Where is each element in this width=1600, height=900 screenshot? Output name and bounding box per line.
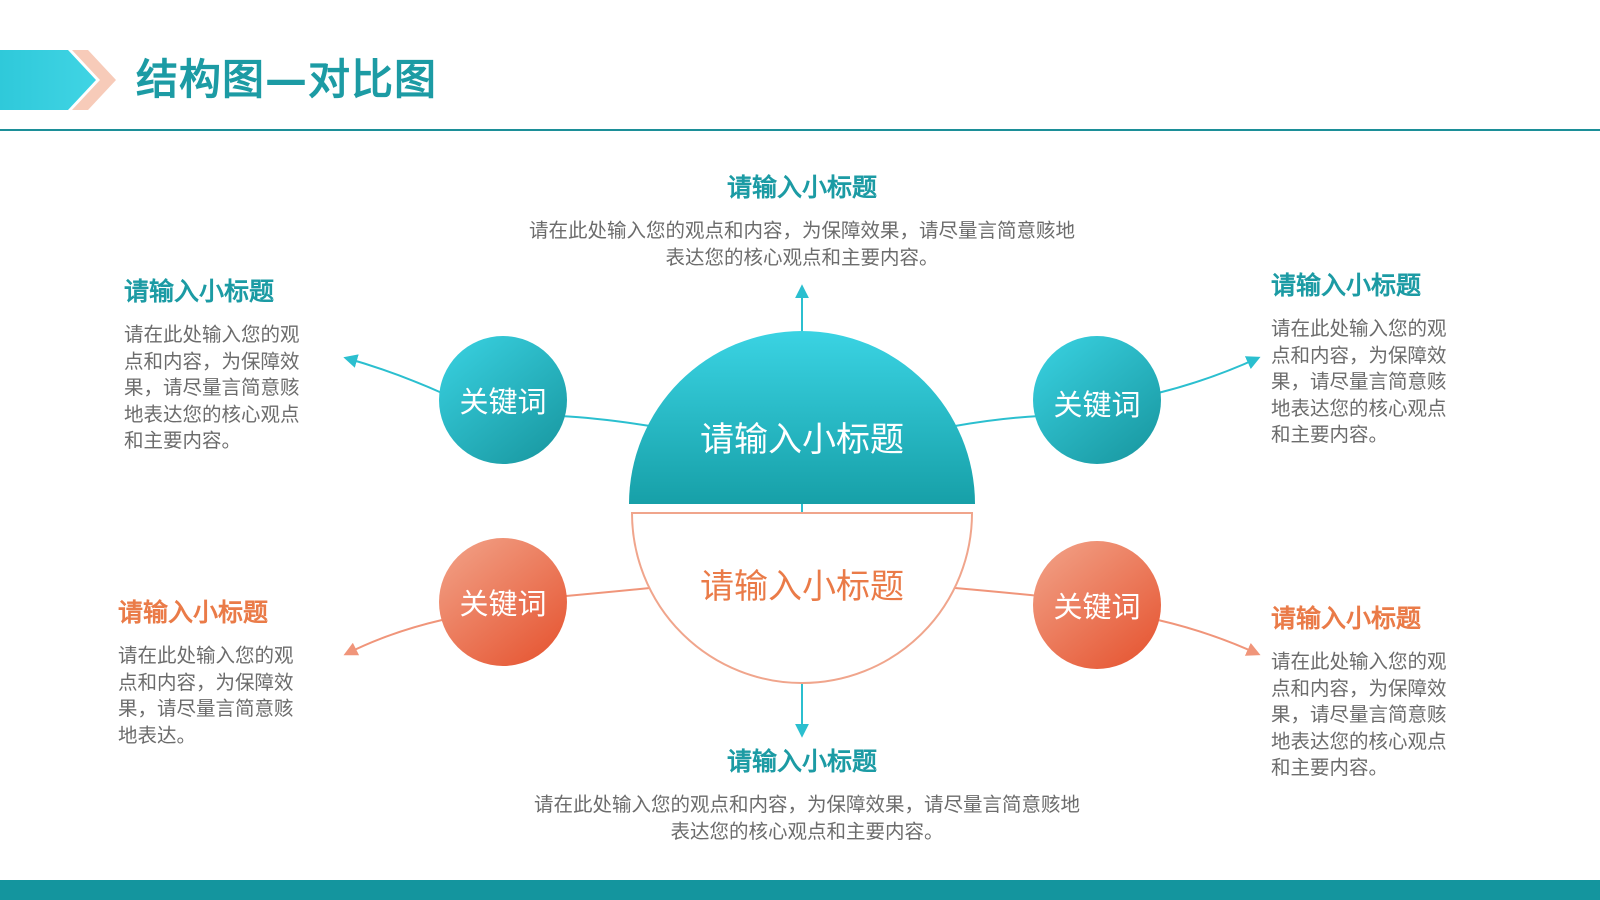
connector-bottom-left	[565, 587, 651, 597]
bottom-left-line-1: 请在此处输入您的观	[118, 644, 294, 667]
page-title: 结构图—对比图	[136, 55, 438, 104]
bottom-right-block-title: 请输入小标题	[1271, 604, 1422, 633]
keyword-circle-bottom-right	[1033, 541, 1161, 669]
bottom-block-line-1: 请在此处输入您的观点和内容，为保障效果，请尽量言简意赅地	[533, 793, 1080, 816]
bottom-block-title: 请输入小标题	[726, 747, 877, 776]
arrow-to-top-right-block	[1157, 356, 1261, 394]
bottom-right-line-2: 点和内容，为保障效	[1271, 676, 1447, 700]
top-block-line-2: 表达您的核心观点和主要内容。	[665, 245, 939, 269]
connector-top-right	[954, 415, 1041, 427]
top-left-block-title: 请输入小标题	[124, 277, 275, 306]
arrow-to-top-left-block	[343, 354, 443, 394]
arrow-to-bottom-left-block	[343, 619, 443, 656]
keyword-circle-top-right	[1033, 336, 1161, 464]
top-left-line-4: 地表达您的核心观点	[124, 402, 300, 426]
keyword-bottom-right: 关键词	[1053, 590, 1141, 624]
bottom-block-body: 请在此处输入您的观点和内容，为保障效果，请尽量言简意赅地 表达您的核心观点和主要…	[457, 792, 1157, 845]
arrow-to-bottom-right-block	[1157, 619, 1261, 656]
keyword-circle-top-left	[439, 336, 567, 464]
top-left-line-2: 点和内容，为保障效	[124, 349, 300, 373]
center-top-hemisphere	[629, 331, 975, 504]
bottom-right-line-3: 果，请尽量言简意赅	[1271, 703, 1447, 726]
keyword-circle-bottom-left	[439, 538, 567, 666]
top-left-line-3: 果，请尽量言简意赅	[124, 376, 300, 399]
top-right-line-5: 和主要内容。	[1271, 423, 1389, 446]
keyword-top-left: 关键词	[459, 385, 547, 419]
connector-bottom-right	[954, 587, 1041, 597]
top-block-body: 请在此处输入您的观点和内容，为保障效果，请尽量言简意赅地 表达您的核心观点和主要…	[452, 218, 1152, 271]
bottom-left-line-4: 地表达。	[118, 723, 197, 747]
bottom-right-line-1: 请在此处输入您的观	[1271, 650, 1447, 673]
bottom-right-line-5: 和主要内容。	[1271, 756, 1389, 779]
center-bottom-hemisphere	[630, 512, 974, 684]
bottom-block-line-2: 表达您的核心观点和主要内容。	[670, 819, 944, 843]
center-bottom-label: 请输入小标题	[700, 567, 904, 607]
bottom-right-line-4: 地表达您的核心观点	[1271, 729, 1447, 753]
top-left-line-5: 和主要内容。	[124, 429, 242, 452]
bottom-left-line-2: 点和内容，为保障效	[118, 670, 294, 694]
header-arrow-icon	[0, 50, 116, 110]
bottom-left-block-body: 请在此处输入您的观 点和内容，为保障效 果，请尽量言简意赅 地表达。	[118, 643, 294, 749]
top-right-block-title: 请输入小标题	[1271, 271, 1422, 300]
top-block-line-1: 请在此处输入您的观点和内容，为保障效果，请尽量言简意赅地	[528, 219, 1075, 242]
top-right-line-4: 地表达您的核心观点	[1271, 396, 1447, 420]
keyword-bottom-left: 关键词	[459, 587, 547, 621]
footer-bar	[0, 880, 1600, 900]
connector-top-left	[559, 415, 651, 427]
bottom-left-line-3: 果，请尽量言简意赅	[118, 697, 294, 720]
bottom-right-block-body: 请在此处输入您的观 点和内容，为保障效 果，请尽量言简意赅 地表达您的核心观点 …	[1271, 649, 1447, 782]
top-block-title: 请输入小标题	[726, 173, 877, 202]
top-right-line-3: 果，请尽量言简意赅	[1271, 370, 1447, 393]
top-left-block-body: 请在此处输入您的观 点和内容，为保障效 果，请尽量言简意赅 地表达您的核心观点 …	[124, 322, 300, 455]
top-right-line-2: 点和内容，为保障效	[1271, 343, 1447, 367]
top-right-line-1: 请在此处输入您的观	[1271, 317, 1447, 340]
bottom-left-block-title: 请输入小标题	[118, 598, 269, 627]
top-right-block-body: 请在此处输入您的观 点和内容，为保障效 果，请尽量言简意赅 地表达您的核心观点 …	[1271, 316, 1447, 449]
center-top-label: 请输入小标题	[700, 420, 904, 460]
keyword-top-right: 关键词	[1053, 388, 1141, 422]
top-left-line-1: 请在此处输入您的观	[124, 323, 300, 346]
